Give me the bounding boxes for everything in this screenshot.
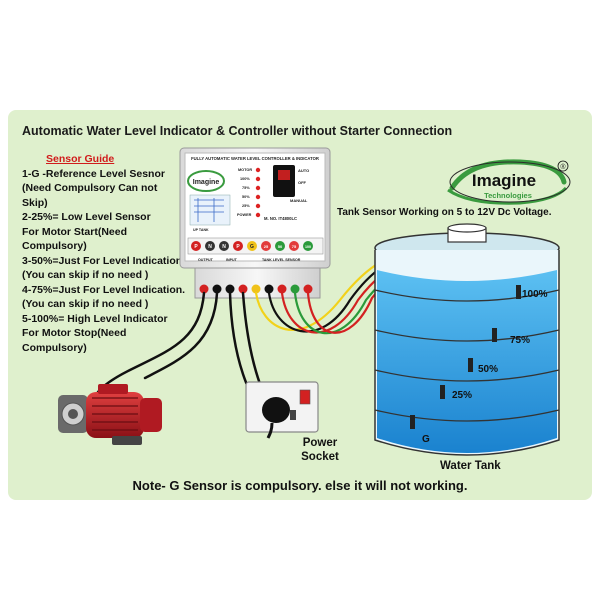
guide-line: 4-75%=Just For Level Indication. bbox=[22, 283, 186, 296]
water-tank-label: Water Tank bbox=[440, 460, 501, 472]
terminal-group-label: OUTPUT bbox=[198, 258, 214, 262]
level-label-25: 25% bbox=[452, 390, 472, 401]
guide-line: (You can skip if no need ) bbox=[22, 298, 149, 310]
guide-line: 5-100%= High Level Indicator bbox=[22, 312, 168, 325]
terminal-label: 75 bbox=[292, 244, 297, 249]
mode-switch-icon bbox=[273, 165, 295, 197]
logo-brand: Imagine bbox=[472, 171, 536, 190]
terminal-label: N bbox=[222, 244, 226, 250]
indicator-label: POWER bbox=[237, 213, 252, 217]
guide-line: 1-G -Reference Level Sesnor bbox=[22, 167, 165, 180]
ratings-label: UP TANK bbox=[193, 228, 209, 232]
sensor-guide: Sensor Guide 1-G -Reference Level Sesnor… bbox=[22, 152, 207, 355]
water-fill bbox=[377, 270, 557, 453]
circuit-diagram-icon bbox=[189, 194, 231, 226]
water-tank bbox=[374, 223, 560, 456]
controller-logo bbox=[187, 170, 225, 192]
footer-note: Note- G Sensor is compulsory. else it wi… bbox=[132, 478, 468, 493]
guide-line: Compulsory) bbox=[22, 240, 87, 252]
terminal-label: N bbox=[208, 244, 212, 250]
guide-line: 3-50%=Just For Level Indication. bbox=[22, 254, 186, 267]
indicator-label: 75% bbox=[242, 186, 250, 190]
imagine-logo: Imagine Technologies ® bbox=[447, 159, 571, 205]
power-socket-label: Power Socket bbox=[290, 436, 350, 464]
motor-pump-icon bbox=[58, 384, 162, 445]
logo-registered-mark: ® bbox=[560, 163, 566, 171]
level-label-100: 100% bbox=[522, 289, 548, 300]
indicator-label: 25% bbox=[242, 204, 250, 208]
terminal-group-label: INPUT bbox=[226, 258, 238, 262]
terminal-label: P bbox=[236, 244, 240, 250]
controller-brand: Imagine bbox=[193, 179, 220, 186]
guide-line: (Need Compulsory Can not bbox=[22, 182, 158, 194]
terminal-label: 50 bbox=[278, 244, 283, 249]
guide-line: For Motor Start(Need bbox=[22, 225, 127, 238]
guide-line: 2-25%= Low Level Sensor bbox=[22, 211, 151, 223]
logo-sub: Technologies bbox=[484, 191, 532, 200]
power-socket-icon bbox=[245, 381, 319, 439]
tank-voltage-note: Tank Sensor Working on 5 to 12V Dc Volta… bbox=[337, 207, 552, 218]
socket-label-line: Socket bbox=[301, 451, 339, 463]
guide-line: For Motor Stop(Need bbox=[22, 327, 127, 339]
switch-label: AUTO bbox=[298, 168, 309, 173]
terminal-group-label: TANK LEVEL SENSOR bbox=[262, 258, 301, 262]
switch-label: OFF bbox=[298, 180, 307, 185]
sensor-guide-heading: Sensor Guide bbox=[46, 153, 115, 165]
guide-line: Compulsory) bbox=[22, 341, 87, 354]
guide-line: (You can skip if no need ) bbox=[22, 269, 149, 281]
terminal-label: P bbox=[194, 244, 198, 250]
indicator-label: 100% bbox=[240, 177, 250, 181]
switch-label: MANUAL bbox=[290, 198, 308, 203]
model-number: M. NO. IT4800LC bbox=[264, 216, 297, 221]
controller-header: FULLY AUTOMATIC WATER LEVEL CONTROLLER &… bbox=[191, 156, 319, 161]
guide-line: Skip) bbox=[22, 196, 48, 209]
controller-box: FULLY AUTOMATIC WATER LEVEL CONTROLLER &… bbox=[179, 147, 331, 299]
indicator-label: 50% bbox=[242, 195, 250, 199]
socket-label-line: Power bbox=[302, 437, 338, 449]
connector-pins bbox=[199, 284, 313, 294]
terminal-label: G bbox=[250, 244, 254, 250]
indicator-leds bbox=[255, 167, 261, 218]
sensor-probes bbox=[410, 285, 521, 429]
diagram-title: Automatic Water Level Indicator & Contro… bbox=[22, 124, 453, 138]
terminals: P N N P G 25 50 75 100 bbox=[191, 241, 313, 251]
connector-block bbox=[194, 267, 321, 299]
indicator-label: MOTOR bbox=[238, 168, 252, 172]
level-label-50: 50% bbox=[478, 364, 498, 375]
level-label-75: 75% bbox=[510, 335, 530, 346]
level-label-g: G bbox=[422, 434, 430, 445]
terminal-label: 25 bbox=[264, 244, 269, 249]
terminal-label: 100 bbox=[305, 245, 311, 249]
